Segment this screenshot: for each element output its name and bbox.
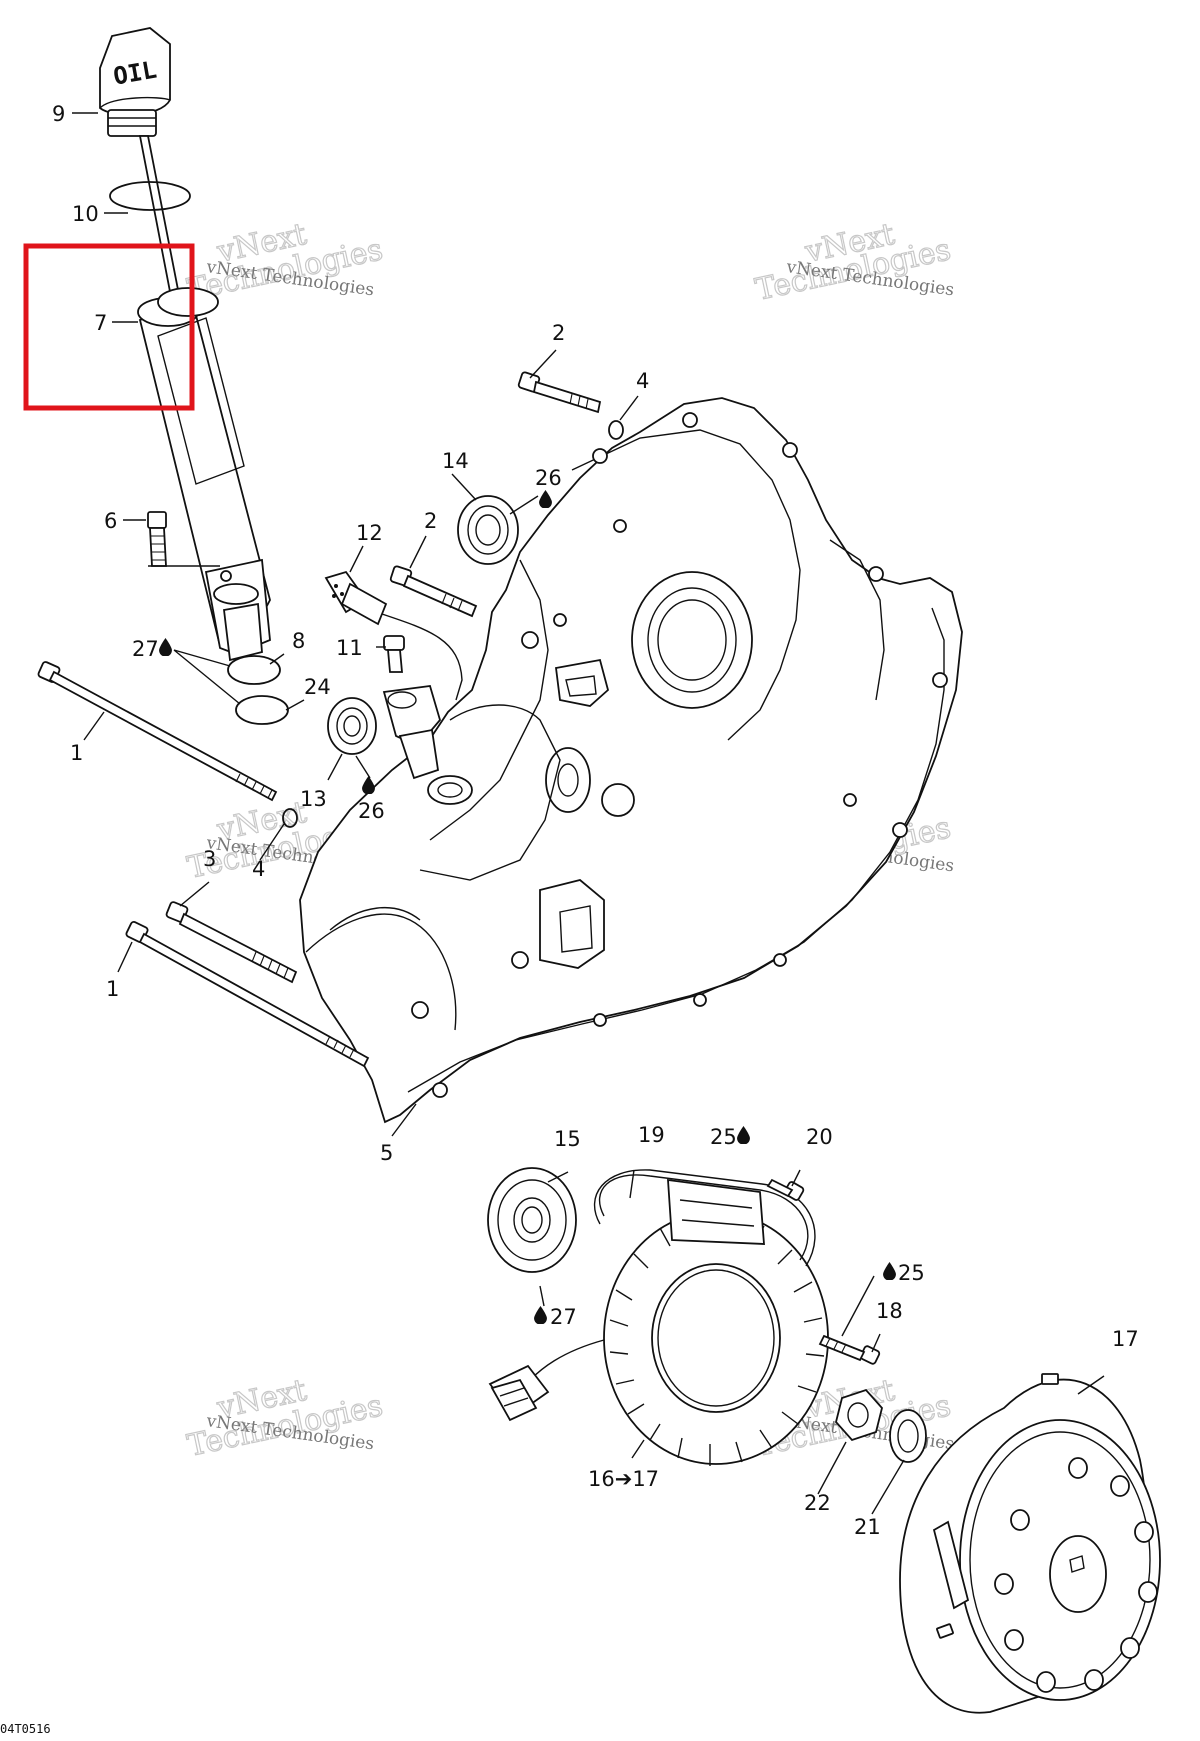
- callout-20: 20: [806, 1125, 833, 1149]
- flywheel-17: [899, 1373, 1161, 1714]
- diagram-id-label: 04T0516: [0, 1722, 51, 1736]
- long-bolt-1-lower: [125, 920, 370, 1068]
- oil-dipstick-cap: OIL: [99, 27, 182, 304]
- watermark-top-right: vNext Technologies vNext Technologies: [752, 216, 956, 308]
- oil-seal-14: [457, 495, 519, 565]
- long-bolt-1-upper: [37, 661, 278, 802]
- callout-26-lower: 26: [358, 799, 385, 823]
- callout-15: 15: [554, 1127, 581, 1151]
- callout-2-middle: 2: [424, 509, 437, 533]
- watermark-bottom-left: vNext Technologies vNext Technologies: [184, 1372, 387, 1464]
- callout-24: 24: [304, 675, 331, 699]
- position-sensor: [382, 685, 442, 780]
- o-ring-10: [109, 181, 191, 211]
- washer-4-upper: [608, 420, 624, 440]
- callout-8: 8: [292, 629, 305, 653]
- oil-drop-icon-25-upper: [737, 1126, 750, 1144]
- callout-11: 11: [336, 636, 363, 660]
- washer-4-lower: [282, 808, 298, 828]
- bolt-2-upper: [517, 371, 602, 414]
- callout-2-upper: 2: [552, 321, 565, 345]
- callout-25-upper: 25: [710, 1125, 737, 1149]
- callout-12: 12: [356, 521, 383, 545]
- callout-13: 13: [300, 787, 327, 811]
- callout-6: 6: [104, 509, 117, 533]
- bolt-2-middle: [389, 565, 478, 618]
- callout-14: 14: [442, 449, 469, 473]
- callout-27-upper: 27: [132, 637, 159, 661]
- callout-7: 7: [94, 311, 107, 335]
- callout-5: 5: [380, 1141, 393, 1165]
- callout-10: 10: [72, 202, 99, 226]
- bearing-15: [487, 1167, 577, 1273]
- bolt-18: [818, 1334, 881, 1365]
- callout-1-lower: 1: [106, 977, 119, 1001]
- oil-drop-icon-27-lower: [534, 1306, 547, 1324]
- highlight-box-part-7: [23, 243, 195, 411]
- callout-27-lower: 27: [550, 1305, 577, 1329]
- oil-drop-icon-26-lower: [362, 776, 375, 794]
- callout-17: 17: [1112, 1327, 1139, 1351]
- callout-21: 21: [854, 1515, 881, 1539]
- watermark-top-left: vNext Technologies vNext Technologies: [184, 216, 387, 308]
- o-ring-24: [235, 695, 289, 725]
- oil-drop-icon-25-lower: [883, 1262, 896, 1280]
- nut-22: [835, 1388, 883, 1442]
- callout-4-upper: 4: [636, 369, 649, 393]
- crankcase-housing: [299, 397, 963, 1124]
- callout-16-to-17: 16➔17: [588, 1467, 659, 1491]
- oil-seal-13: [327, 697, 377, 755]
- oil-drop-icon-26-upper: [539, 490, 552, 508]
- bolt-20: [766, 1178, 805, 1201]
- dipstick-tube: [137, 287, 271, 662]
- leader-lines: [72, 112, 1105, 1515]
- callout-19: 19: [638, 1123, 665, 1147]
- wiring-harness-19: [488, 1169, 816, 1422]
- bolt-11: [383, 635, 405, 673]
- oil-drop-icon-27-upper: [159, 638, 172, 656]
- callout-labels: 9 10 7 6 27 8 24 1 12 11 2 4 14 26 2 13 …: [52, 102, 1139, 1539]
- callout-22: 22: [804, 1491, 831, 1515]
- bolt-6: [147, 511, 167, 567]
- callout-1-upper: 1: [70, 741, 83, 765]
- callout-3: 3: [203, 847, 216, 871]
- sensor-12: [324, 570, 463, 701]
- o-ring-8: [227, 655, 281, 685]
- callout-4-lower: 4: [252, 857, 265, 881]
- washer-21: [889, 1409, 927, 1463]
- stator-16: [603, 1211, 829, 1466]
- callout-25-lower: 25: [898, 1261, 925, 1285]
- bolt-3: [165, 901, 298, 984]
- callout-26-upper: 26: [535, 466, 562, 490]
- callout-9: 9: [52, 102, 65, 126]
- callout-18: 18: [876, 1299, 903, 1323]
